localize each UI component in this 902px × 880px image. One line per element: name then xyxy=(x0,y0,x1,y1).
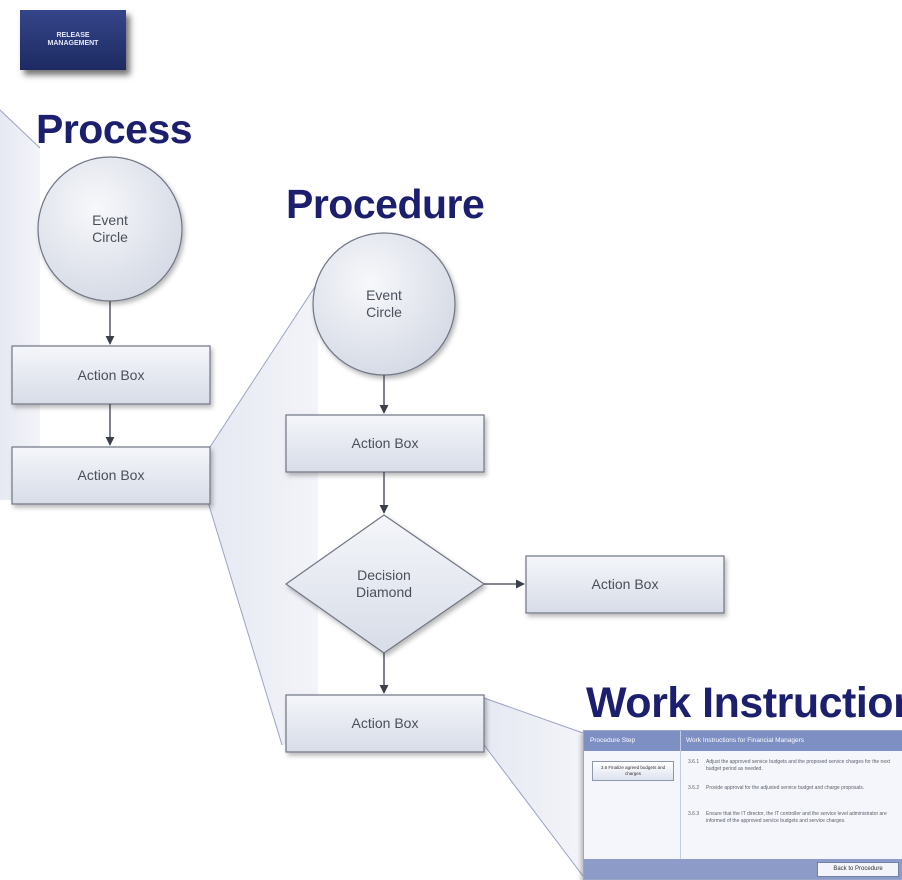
zoom-wedge-work-instruction xyxy=(484,698,583,876)
procedure-action-box-2 xyxy=(285,694,485,753)
wi-column-divider xyxy=(680,731,681,859)
work-instruction-panel: Procedure Step Work Instructions for Fin… xyxy=(583,730,902,880)
zoom-wedge-process xyxy=(0,110,40,500)
wi-procedure-step-button[interactable]: 3.6 Finalize agreed budgets and charges xyxy=(592,761,674,781)
heading-process: Process xyxy=(36,106,193,152)
process-action-box-1 xyxy=(11,345,211,405)
process-action-box-2 xyxy=(11,446,211,505)
heading-procedure: Procedure xyxy=(286,181,485,227)
zoom-edge-process xyxy=(0,109,41,149)
heading-work-instruction: Work Instruction xyxy=(586,679,902,727)
procedure-action-label-2: Action Box xyxy=(351,715,419,731)
procedure-action-box-1 xyxy=(285,414,485,473)
procedure-action-label-1: Action Box xyxy=(351,435,419,451)
logo-text: RELEASE MANAGEMENT xyxy=(47,32,99,47)
zoom-edge-procedure-bottom xyxy=(207,501,283,746)
wi-header-row: Procedure Step Work Instructions for Fin… xyxy=(584,731,902,751)
procedure-action-right-label: Action Box xyxy=(591,576,659,592)
wi-footer: Back to Procedure xyxy=(584,859,902,879)
release-management-logo: RELEASE MANAGEMENT xyxy=(20,10,126,70)
zoom-edge-procedure-top xyxy=(207,281,319,451)
zoom-edge-wi-bottom xyxy=(483,744,584,877)
process-action-label-1: Action Box xyxy=(77,366,145,383)
back-to-procedure-button[interactable]: Back to Procedure xyxy=(817,862,899,877)
process-action-label-2: Action Box xyxy=(77,467,145,483)
zoom-wedge-procedure xyxy=(208,282,318,745)
wi-col-work-instructions: Work Instructions for Financial Managers xyxy=(686,737,805,744)
procedure-decision-label: Decision Diamond xyxy=(355,567,413,600)
wi-col-procedure-step: Procedure Step xyxy=(590,737,636,744)
procedure-event-label: Event Circle xyxy=(366,287,402,320)
process-event-label: Event Circle xyxy=(92,212,128,245)
zoom-edge-wi-top xyxy=(483,697,584,734)
procedure-action-box-right xyxy=(525,555,725,614)
